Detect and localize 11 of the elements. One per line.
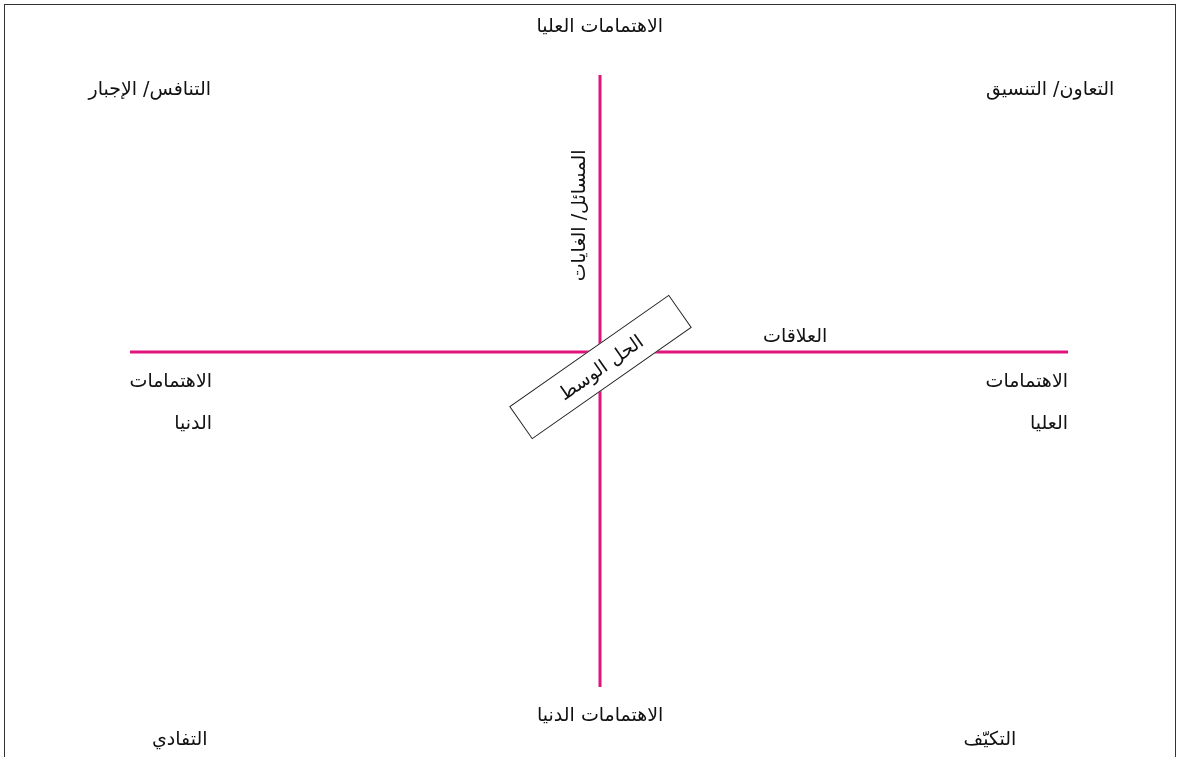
quadrant-label: التعاون/ التنسيق: [986, 76, 1115, 100]
label-box: الحل الوسط: [508, 294, 692, 440]
axis-label: الاهتمامات الدنيا: [537, 702, 664, 726]
axis-label: الاهتمامات الدنيا: [128, 368, 212, 435]
axis-label: الاهتمامات العليا: [536, 13, 664, 37]
axis-label: الاهتمامات العليا: [984, 368, 1068, 435]
axis-label: المسائل/ الغايات: [566, 148, 590, 281]
quadrant-label: التكيّف: [963, 726, 1017, 750]
axis-label: العلاقات: [763, 323, 828, 347]
quadrant-label: التنافس/ الإجبار: [88, 76, 212, 100]
quadrant-label: التفادي: [152, 726, 208, 750]
